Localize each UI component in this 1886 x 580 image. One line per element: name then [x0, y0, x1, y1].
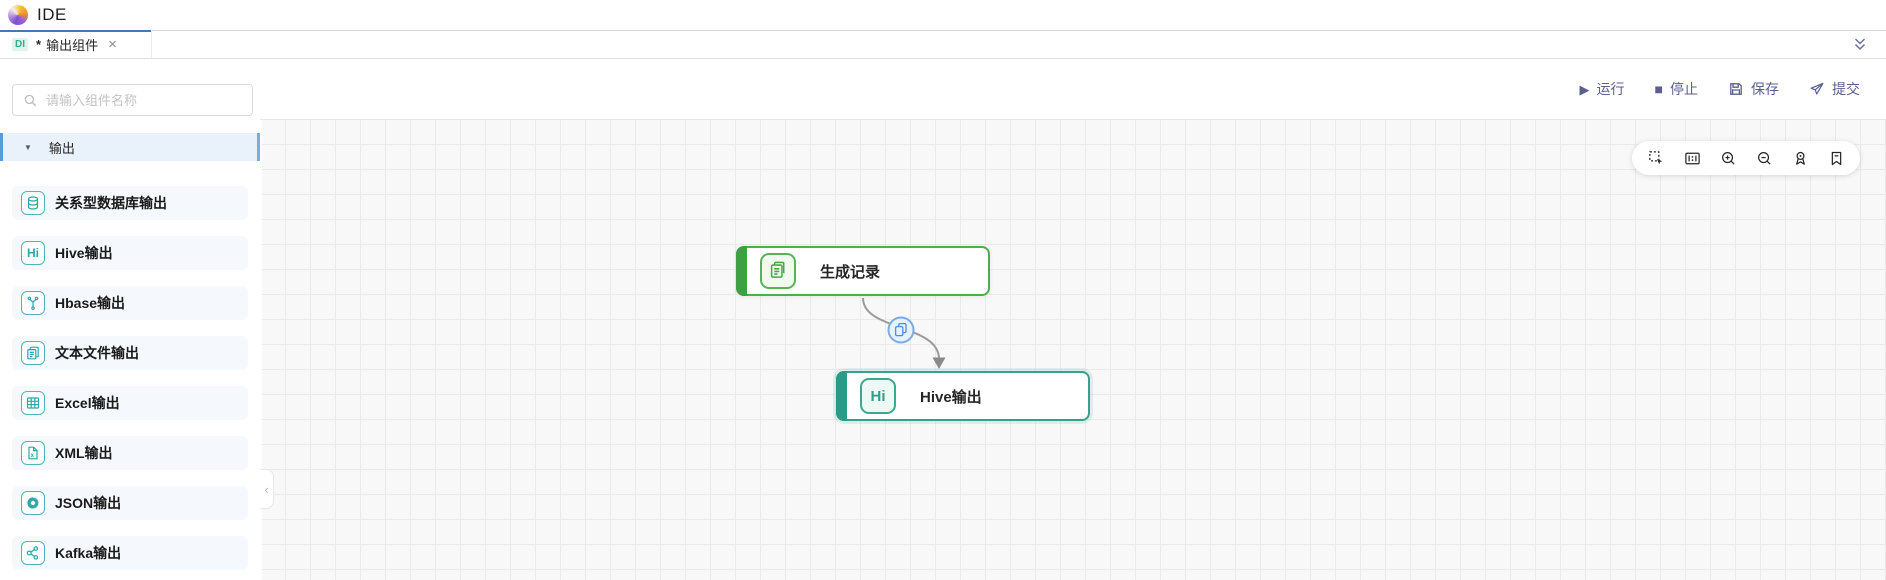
flow-canvas[interactable]: 生成记录 Hi Hive输出 [260, 119, 1886, 580]
run-label: 运行 [1596, 81, 1625, 97]
stop-label: 停止 [1670, 81, 1698, 97]
node-label: 生成记录 [820, 263, 881, 281]
run-button[interactable]: ▶ 运行 [1580, 79, 1625, 99]
list-item-label: 关系型数据库输出 [55, 195, 167, 211]
list-item-label: Excel输出 [55, 395, 120, 411]
list-item-kafka-output[interactable]: Kafka输出 [12, 536, 248, 570]
copy-icon [894, 322, 907, 337]
submit-icon [1810, 82, 1824, 95]
locate-button[interactable] [1791, 149, 1809, 167]
di-badge: DI [12, 37, 28, 51]
caret-down-icon: ▼ [24, 142, 32, 152]
collapse-tabs-button[interactable] [1852, 30, 1886, 58]
list-item-label: 文本文件输出 [55, 345, 139, 361]
list-item-hbase-output[interactable]: Hbase输出 [12, 286, 248, 320]
list-item-excel-output[interactable]: Excel输出 [12, 386, 248, 420]
list-item-relational-db-output[interactable]: 关系型数据库输出 [12, 186, 248, 220]
main-body: ▼ 输出 关系型数据库输出 Hi [0, 58, 1886, 580]
stop-icon: ■ [1654, 81, 1663, 97]
zoom-out-icon [1757, 151, 1771, 165]
edge-layer [862, 297, 946, 369]
zoom-in-icon [1721, 151, 1735, 165]
list-item-label: Hive输出 [55, 245, 113, 261]
tab-close-icon[interactable]: × [108, 35, 117, 53]
submit-label: 提交 [1832, 81, 1860, 97]
list-item-text-file-output[interactable]: 文本文件输出 [12, 336, 248, 370]
bookmark-button[interactable] [1827, 149, 1845, 167]
save-label: 保存 [1751, 81, 1779, 97]
save-icon [1730, 83, 1742, 95]
app-header: IDE [0, 0, 1886, 30]
editor-main: ▶ 运行 ■ 停止 保存 [260, 59, 1886, 580]
section-label: 输出 [48, 140, 75, 156]
tab-output-component[interactable]: DI * 输出组件 × [0, 30, 152, 58]
minimap-button[interactable] [1683, 149, 1701, 167]
kafka-icon [21, 541, 45, 565]
zoom-in-button[interactable] [1719, 149, 1737, 167]
tab-label: 输出组件 [46, 37, 99, 53]
list-item-label: Hbase输出 [55, 295, 126, 311]
unsaved-marker: * [36, 36, 42, 52]
component-search-box[interactable] [12, 84, 253, 116]
hbase-icon [21, 291, 45, 315]
svg-text:x: x [31, 453, 35, 459]
tab-bar: DI * 输出组件 × [0, 30, 1886, 58]
generate-records-icon [760, 253, 796, 289]
save-button[interactable]: 保存 [1728, 79, 1779, 99]
json-icon [21, 491, 45, 515]
zoom-out-button[interactable] [1755, 149, 1773, 167]
action-toolbar: ▶ 运行 ■ 停止 保存 [260, 59, 1886, 119]
component-sidebar: ▼ 输出 关系型数据库输出 Hi [0, 59, 260, 580]
locate-icon [1795, 151, 1805, 165]
stop-button[interactable]: ■ 停止 [1655, 79, 1698, 99]
search-input[interactable] [46, 92, 242, 108]
bookmark-icon [1831, 151, 1841, 165]
list-item-label: Kafka输出 [55, 545, 122, 561]
marquee-select-button[interactable] [1647, 149, 1665, 167]
search-icon [24, 94, 37, 106]
sidebar-collapse-handle[interactable]: ‹ [260, 469, 274, 509]
node-generate-records[interactable]: 生成记录 [736, 246, 990, 296]
list-item-xml-output[interactable]: x XML输出 [12, 436, 248, 470]
list-item-hive-output[interactable]: Hi Hive输出 [12, 236, 248, 270]
edge-copy-badge[interactable] [887, 316, 915, 344]
component-list: 关系型数据库输出 Hi Hive输出 Hbase输出 [0, 186, 260, 570]
app-title: IDE [37, 5, 67, 24]
relational-database-icon [21, 191, 45, 215]
node-hive-output[interactable]: Hi Hive输出 [836, 371, 1090, 421]
node-label: Hive输出 [920, 388, 982, 406]
play-icon: ▶ [1579, 81, 1590, 97]
xml-file-icon: x [21, 441, 45, 465]
chevron-left-icon: ‹ [264, 481, 269, 497]
text-file-icon [21, 341, 45, 365]
list-item-json-output[interactable]: JSON输出 [12, 486, 248, 520]
list-item-label: XML输出 [55, 445, 113, 461]
double-chevron-down-icon [1854, 38, 1866, 51]
section-header-output[interactable]: ▼ 输出 [0, 133, 260, 161]
excel-table-icon [21, 391, 45, 415]
marquee-select-icon [1648, 150, 1662, 164]
canvas-toolbar [1632, 141, 1860, 175]
minimap-icon [1684, 152, 1700, 164]
app-logo-icon [8, 5, 28, 25]
hive-icon: Hi [21, 241, 45, 265]
submit-button[interactable]: 提交 [1809, 79, 1860, 99]
hive-icon: Hi [860, 378, 896, 414]
edge-arrowhead-icon [932, 357, 946, 369]
list-item-label: JSON输出 [55, 495, 122, 511]
